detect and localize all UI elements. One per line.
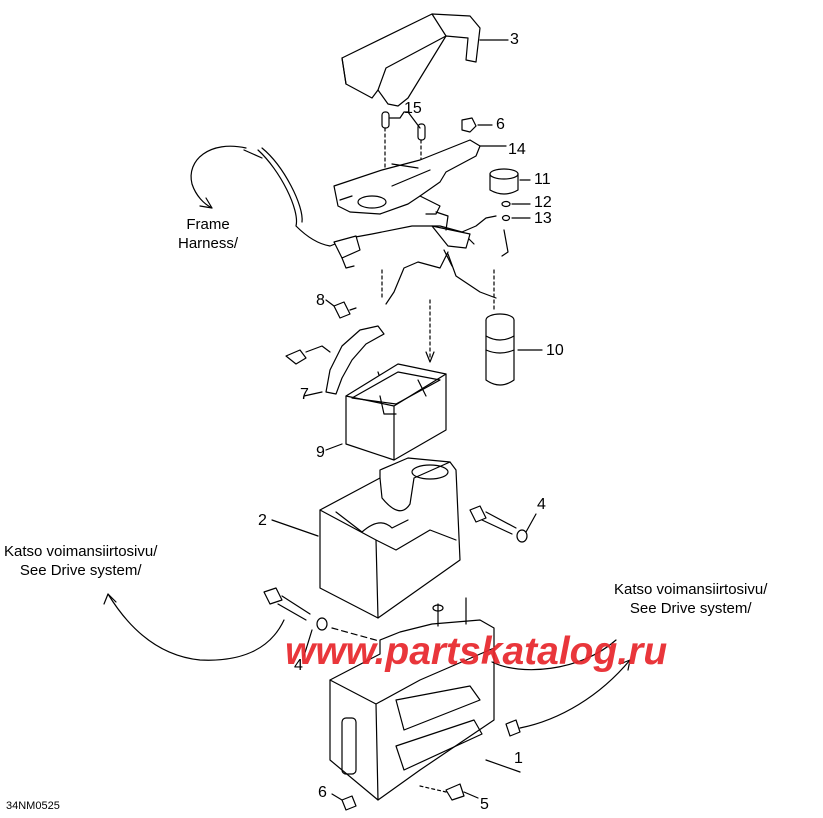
battery-cover: [341, 13, 509, 107]
drive-right-line-1: Katso voimansiirtosivu/: [614, 581, 768, 598]
callout-12: 12: [534, 194, 552, 211]
drive-arrow-left: [103, 593, 285, 661]
callout-6-top: 6: [496, 116, 505, 133]
callout-15: 15: [404, 100, 422, 117]
bolt-washer-right: [469, 505, 537, 543]
watermark: www.partskatalog.ru: [285, 630, 668, 673]
drawing-reference: 34NM0525: [6, 800, 60, 812]
callout-14: 14: [508, 141, 526, 158]
battery-holder: [271, 457, 461, 619]
callout-6-bottom: 6: [318, 784, 327, 801]
cap-assembly: [489, 168, 531, 257]
drive-right-line-2: See Drive system/: [629, 600, 752, 617]
nut-top: [461, 117, 493, 133]
frame-harness-line-2: Harness/: [178, 235, 239, 252]
frame-harness-note: Frame Harness/: [178, 215, 238, 253]
callout-7: 7: [300, 386, 309, 403]
wiring-harness: [243, 147, 497, 385]
bolt-8: [325, 299, 357, 319]
bolt-nut-bottom: [331, 783, 479, 811]
callout-13: 13: [534, 210, 552, 227]
battery: [325, 363, 447, 461]
callout-3: 3: [510, 31, 519, 48]
frame-harness-line-1: Frame: [186, 216, 230, 233]
callout-leaders: [391, 163, 419, 169]
callout-4-right: 4: [537, 496, 546, 513]
battery-strap: [285, 325, 385, 397]
battery-support: [329, 597, 521, 801]
callout-4-left: 4: [294, 657, 303, 674]
drive-arrow-right: [491, 639, 631, 729]
mounting-bracket: [333, 139, 507, 215]
callout-5: 5: [480, 796, 489, 813]
callout-8: 8: [316, 292, 325, 309]
callout-9: 9: [316, 444, 325, 461]
drive-system-note-left: Katso voimansiirtosivu/ See Drive system…: [4, 542, 157, 580]
drive-left-line-2: See Drive system/: [19, 562, 142, 579]
drive-left-line-1: Katso voimansiirtosivu/: [4, 543, 158, 560]
callout-11: 11: [534, 171, 551, 188]
capacitor: [485, 313, 543, 386]
drive-system-note-right: Katso voimansiirtosivu/ See Drive system…: [614, 580, 767, 618]
callout-1: 1: [514, 750, 523, 767]
callout-10: 10: [546, 342, 564, 359]
frame-harness-arrow: [190, 145, 247, 209]
callout-2: 2: [258, 512, 267, 529]
